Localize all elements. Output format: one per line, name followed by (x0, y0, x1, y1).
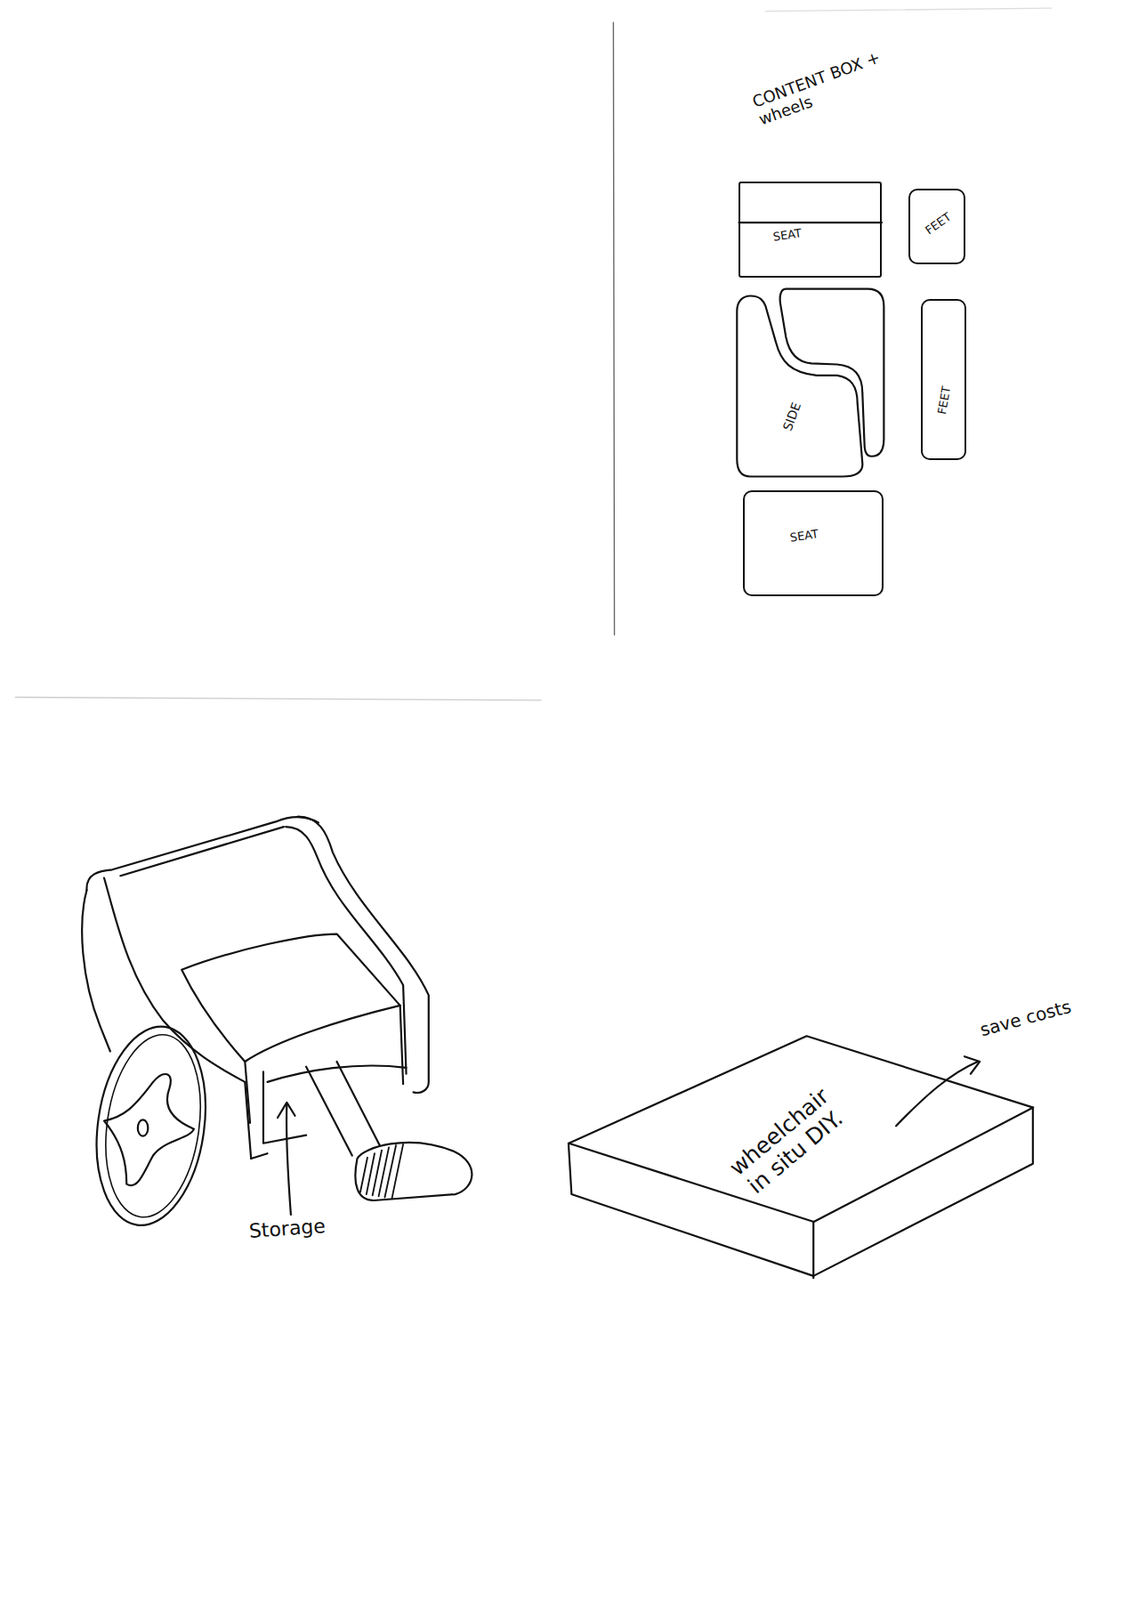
panel-divider (613, 22, 614, 635)
outline-path (568, 1035, 1034, 1222)
part-label: FEET (923, 210, 955, 239)
side-panel-piece (780, 289, 885, 457)
arrow-head (277, 1102, 296, 1118)
part-label: FEET (936, 385, 954, 416)
part-panel: SEAT (738, 181, 882, 278)
sheet-heading: CONTENT BOX + wheels (750, 36, 922, 130)
annotation: save costs (977, 985, 1113, 1041)
flat-pack-box: wheelchair in situ DIY. (566, 1033, 1037, 1226)
part-panel: FEET (920, 298, 968, 461)
seat-fold-line (738, 221, 882, 224)
box-edge (812, 1221, 815, 1278)
part-label: SIDE (780, 400, 804, 433)
part-panel: SEAT (742, 490, 884, 597)
part-label: SEAT (772, 227, 803, 245)
side-outline (734, 285, 887, 478)
side-panel: SIDE (734, 285, 887, 478)
arrow-head (964, 1056, 980, 1074)
outline-path (736, 296, 863, 477)
leader-arrow (895, 1061, 978, 1126)
panel-divider (15, 696, 541, 700)
part-label: SEAT (789, 527, 820, 545)
part-panel: FEET (908, 188, 966, 265)
panel-divider (765, 8, 1051, 11)
wheelchair-sketch (81, 816, 472, 1233)
box-note: wheelchair in situ DIY. (724, 1084, 849, 1202)
annotation: Storage (248, 1212, 348, 1243)
leader-arrow (286, 1104, 291, 1215)
